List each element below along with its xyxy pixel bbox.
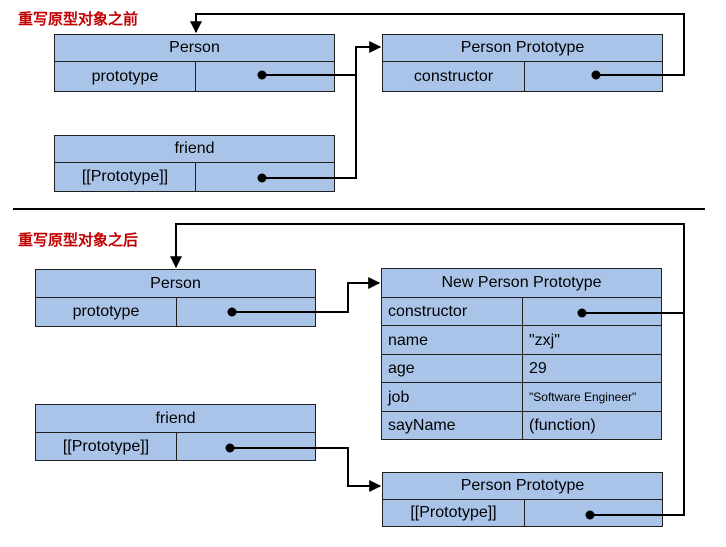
prop-key: sayName (382, 412, 523, 439)
prop-key: job (382, 383, 523, 411)
prop-key: constructor (383, 62, 525, 91)
prop-value: (function) (529, 417, 596, 434)
property-row: job "Software Engineer" (382, 383, 661, 412)
pointer-row: [[Prototype]] (383, 500, 662, 526)
box-title: Person Prototype (383, 473, 662, 500)
pointer-row: constructor (383, 62, 662, 91)
before-friend-box: friend [[Prototype]] (54, 135, 335, 192)
pointer-row: [[Prototype]] (55, 163, 334, 191)
box-title: friend (55, 136, 334, 163)
property-row: name "zxj" (382, 326, 661, 355)
caption-before: 重写原型对象之前 (18, 10, 139, 28)
property-row: constructor (382, 298, 661, 326)
pointer-row: prototype (36, 298, 315, 326)
prop-key: [[Prototype]] (36, 433, 177, 460)
prop-key: prototype (55, 62, 196, 91)
prop-key: [[Prototype]] (383, 500, 525, 526)
box-title: friend (36, 405, 315, 433)
prop-key: prototype (36, 298, 177, 326)
prop-value (177, 298, 315, 326)
box-title: Person (55, 35, 334, 62)
before-person-box: Person prototype (54, 34, 335, 92)
pointer-row: [[Prototype]] (36, 433, 315, 460)
prop-key: [[Prototype]] (55, 163, 196, 191)
prop-value (525, 62, 662, 91)
after-friend-box: friend [[Prototype]] (35, 404, 316, 461)
after-person-prototype-box: Person Prototype [[Prototype]] (382, 472, 663, 527)
after-person-box: Person prototype (35, 269, 316, 327)
before-person-prototype-box: Person Prototype constructor (382, 34, 663, 92)
prop-value: "zxj" (529, 332, 560, 349)
section-divider (13, 208, 705, 210)
prop-value (525, 500, 662, 526)
prop-value (196, 163, 334, 191)
prop-key: name (382, 326, 523, 354)
prop-value (196, 62, 334, 91)
prop-key: age (382, 355, 523, 382)
pointer-row: prototype (55, 62, 334, 91)
property-row: age 29 (382, 355, 661, 383)
prop-key: constructor (382, 298, 523, 325)
box-title: Person (36, 270, 315, 298)
box-title: New Person Prototype (382, 269, 661, 298)
new-person-prototype-box: New Person Prototype constructor name "z… (381, 268, 662, 440)
caption-after: 重写原型对象之后 (18, 231, 139, 249)
property-row: sayName (function) (382, 412, 661, 439)
box-title: Person Prototype (383, 35, 662, 62)
prop-value: "Software Engineer" (529, 390, 637, 404)
prop-value (177, 433, 315, 460)
prop-value: 29 (529, 360, 547, 377)
prop-value (523, 298, 661, 325)
